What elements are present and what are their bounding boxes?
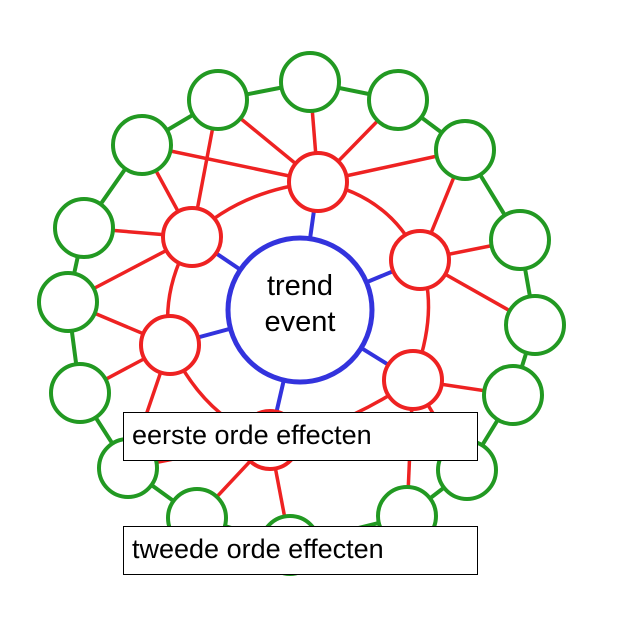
second-order-node bbox=[53, 197, 115, 259]
second-order-node bbox=[367, 69, 429, 131]
second-order-node bbox=[49, 362, 111, 424]
center-label: trend event bbox=[228, 268, 372, 340]
legend-first-order: eerste orde effecten bbox=[123, 412, 478, 461]
first-order-node bbox=[161, 206, 223, 268]
first-order-node bbox=[389, 229, 451, 291]
second-order-node bbox=[279, 51, 341, 113]
second-order-node bbox=[504, 294, 566, 356]
second-order-node bbox=[187, 69, 249, 131]
first-order-node bbox=[382, 349, 444, 411]
center-label-line1: trend bbox=[266, 270, 334, 302]
second-order-node bbox=[489, 209, 551, 271]
first-order-node bbox=[139, 314, 201, 376]
second-order-node bbox=[434, 119, 496, 181]
legend-second-order: tweede orde effecten bbox=[123, 526, 478, 575]
first-order-node bbox=[287, 151, 349, 213]
second-order-node bbox=[482, 364, 544, 426]
second-order-node bbox=[111, 114, 173, 176]
center-node bbox=[225, 235, 375, 385]
second-order-node bbox=[37, 271, 99, 333]
center-label-line2: event bbox=[264, 306, 336, 338]
